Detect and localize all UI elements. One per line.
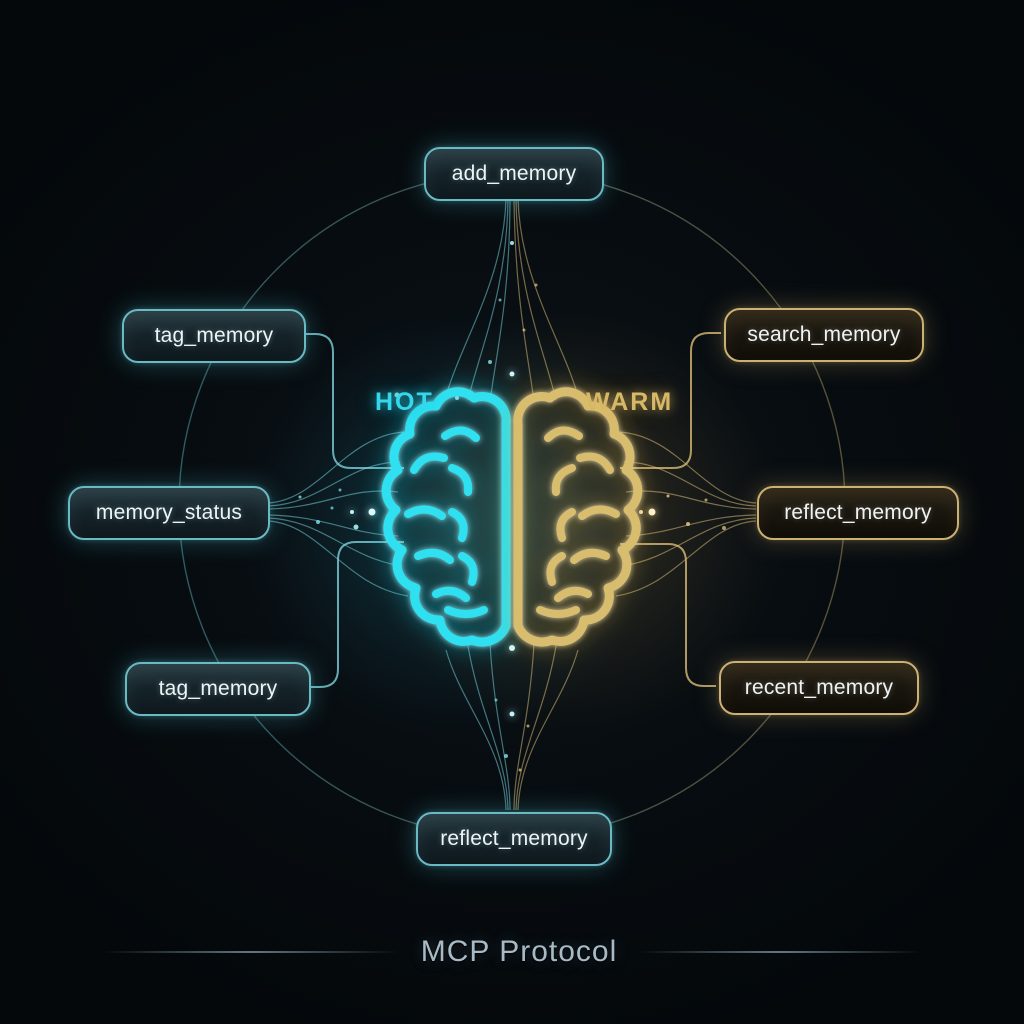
node-label: recent_memory (744, 676, 894, 699)
node-label: tag_memory (158, 677, 278, 700)
center-glow (242, 307, 785, 737)
hot-label: HOT (375, 388, 434, 416)
fiber-bundle-top (445, 197, 579, 403)
fiber-bundle-left (267, 431, 409, 597)
node-label: search_memory (747, 323, 901, 346)
brain-icon (381, 387, 643, 647)
node-label: reflect_memory (784, 501, 932, 524)
node-recent-memory: recent_memory (719, 661, 919, 715)
node-tag-memory-upper: tag_memory (122, 309, 306, 363)
particles (298, 241, 726, 772)
brain-right-folds (536, 426, 620, 618)
node-reflect-memory-right: reflect_memory (757, 486, 959, 540)
footer-title: MCP Protocol (420, 935, 618, 968)
footer: MCP Protocol (0, 930, 1024, 974)
connector-recent-memory (620, 543, 716, 687)
node-search-memory: search_memory (724, 308, 924, 362)
node-tag-memory-lower: tag_memory (125, 662, 311, 716)
node-label: memory_status (95, 501, 243, 524)
elbow-connectors (303, 332, 721, 688)
divider-line-left (102, 951, 399, 953)
divider-line-right (639, 951, 922, 953)
warm-label: WARM (586, 388, 674, 416)
node-memory-status: memory_status (68, 486, 270, 540)
fiber-bundle-right (615, 431, 757, 597)
connector-search-memory (620, 332, 721, 469)
node-reflect-memory-bottom: reflect_memory (416, 812, 612, 866)
node-label: add_memory (451, 162, 577, 185)
brain-right-hemisphere (513, 387, 643, 647)
node-add-memory: add_memory (424, 147, 604, 201)
node-label: tag_memory (154, 324, 274, 347)
fiber-bundle-bottom (445, 643, 579, 811)
node-label: reflect_memory (440, 827, 588, 850)
connector-tag-memory-lower (308, 541, 404, 688)
brain-left-folds (404, 426, 488, 618)
connector-tag-memory-upper (303, 333, 404, 469)
brain-left-hemisphere (381, 387, 511, 647)
